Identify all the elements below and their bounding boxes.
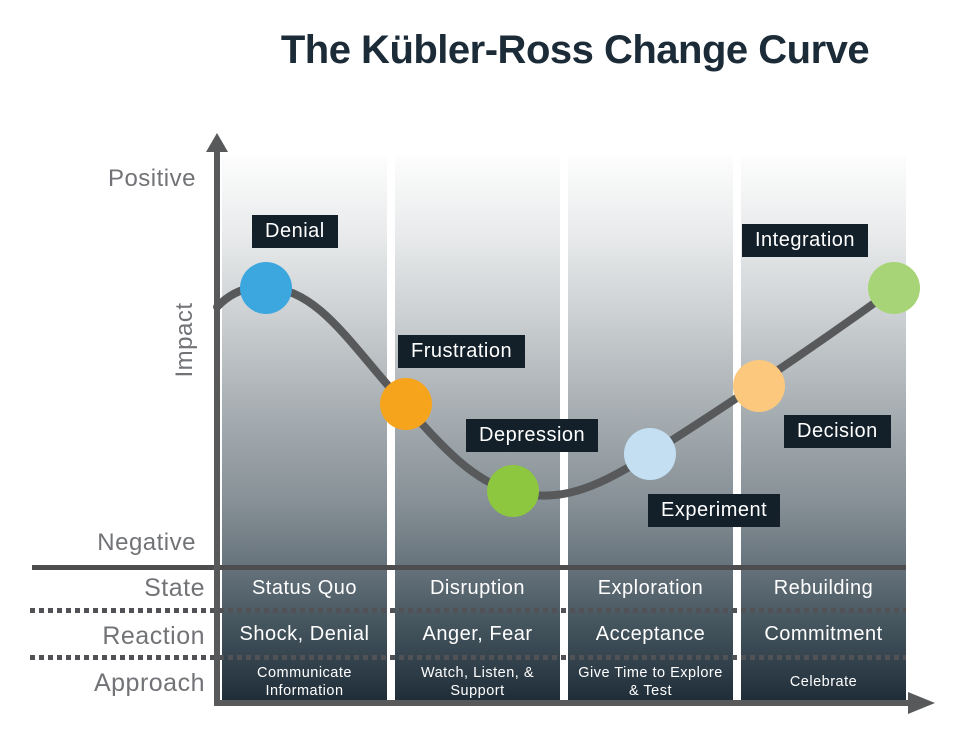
state-row: Status Quo Disruption Exploration Rebuil… (222, 567, 906, 610)
reaction-cell: Acceptance (595, 623, 706, 645)
reaction-cell: Shock, Denial (239, 623, 370, 645)
table-top-divider (32, 565, 906, 570)
state-reaction-divider (30, 608, 906, 613)
y-axis-positive-label: Positive (107, 165, 196, 192)
state-cell: Rebuilding (773, 577, 874, 599)
approach-row: Communicate Information Watch, Listen, &… (222, 660, 906, 705)
page-title: The Kübler-Ross Change Curve (280, 28, 870, 72)
approach-cell: Watch, Listen, & Support (420, 665, 535, 699)
reaction-cell: Commitment (764, 623, 883, 645)
state-cell: Status Quo (251, 577, 358, 599)
y-axis-negative-label: Negative (97, 529, 196, 556)
state-cell: Exploration (597, 577, 704, 599)
y-axis-line (214, 150, 220, 705)
row-label-state: State (144, 574, 205, 602)
x-axis-arrow-icon (908, 692, 935, 714)
y-axis-arrow-icon (206, 133, 228, 152)
reaction-approach-divider (30, 655, 906, 660)
approach-cell: Communicate Information (257, 665, 352, 699)
reaction-cell: Anger, Fear (422, 623, 533, 645)
approach-cell: Celebrate (789, 673, 858, 690)
approach-cell: Give Time to Explore & Test (578, 665, 723, 699)
y-axis-title: Impact (171, 302, 198, 378)
row-label-reaction: Reaction (102, 622, 205, 650)
x-axis-line (214, 700, 910, 706)
row-label-approach: Approach (93, 669, 205, 697)
state-cell: Disruption (429, 577, 526, 599)
reaction-row: Shock, Denial Anger, Fear Acceptance Com… (222, 614, 906, 655)
